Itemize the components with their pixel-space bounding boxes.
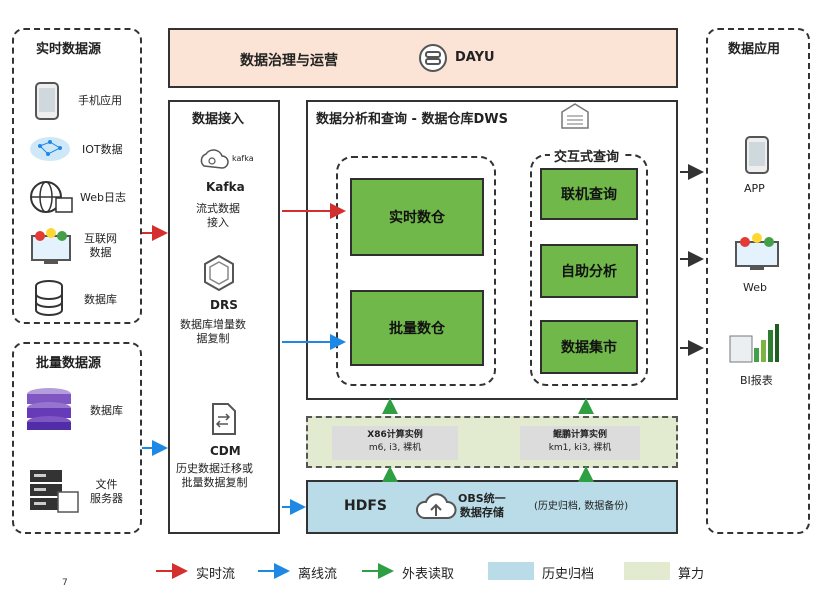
batch-source-panel: 批量数据源 — [12, 342, 142, 534]
legend-compute-swatch — [624, 562, 670, 580]
batch-warehouse: 批量数仓 — [350, 290, 484, 366]
dayu-brand: DAYU — [455, 50, 495, 65]
kafka-logo-text: kafka — [232, 154, 254, 163]
database-stack-icon — [24, 386, 74, 440]
cdm-desc: 历史数据迁移或 批量数据复制 — [176, 462, 253, 489]
phone-icon — [34, 82, 60, 124]
page-number: 7 — [62, 578, 68, 588]
iot-icon — [28, 134, 72, 168]
realtime-warehouse: 实时数仓 — [350, 178, 484, 256]
compute-bar: X86计算实例 m6, i3, 裸机 鲲鹏计算实例 km1, ki3, 裸机 — [306, 416, 678, 468]
app-item-label: BI报表 — [740, 374, 773, 387]
self-service-analysis: 自助分析 — [540, 244, 638, 298]
dayu-logo-icon — [418, 43, 448, 77]
batch-item-label: 文件 服务器 — [90, 478, 123, 505]
apps-title: 数据应用 — [728, 42, 781, 57]
ingestion-title: 数据接入 — [192, 112, 245, 127]
mobile-app-icon — [744, 136, 770, 178]
governance-title: 数据治理与运营 — [240, 53, 338, 69]
web-monitor-icon — [734, 232, 780, 276]
batch-source-title: 批量数据源 — [36, 356, 102, 371]
x86-compute-box: X86计算实例 m6, i3, 裸机 — [332, 426, 458, 460]
kunpeng-compute-detail: km1, ki3, 裸机 — [548, 443, 612, 453]
cdm-name: CDM — [210, 444, 241, 458]
realtime-source-title: 实时数据源 — [36, 42, 102, 57]
realtime-item-label: Web日志 — [80, 191, 126, 204]
app-item-label: APP — [744, 182, 765, 195]
realtime-item-label: 数据库 — [84, 293, 117, 306]
legend-offline-label: 离线流 — [298, 567, 338, 582]
realtime-item-label: IOT数据 — [82, 143, 123, 156]
online-query: 联机查询 — [540, 168, 638, 220]
kunpeng-compute-box: 鲲鹏计算实例 km1, ki3, 裸机 — [520, 426, 640, 460]
cdm-icon — [208, 402, 238, 440]
x86-compute-title: X86计算实例 — [367, 430, 423, 440]
hdfs-label: HDFS — [344, 498, 387, 514]
governance-bar: 数据治理与运营 DAYU — [168, 28, 678, 88]
warehouse-group — [336, 156, 496, 386]
batch-item-label: 数据库 — [90, 404, 123, 417]
legend-archive-label: 历史归档 — [542, 567, 595, 582]
drs-desc: 数据库增量数 据复制 — [180, 318, 246, 345]
realtime-item-label: 手机应用 — [78, 94, 122, 107]
obs-label: OBS统一 数据存储 — [458, 492, 506, 519]
realtime-source-panel: 实时数据源 — [12, 28, 142, 324]
kafka-icon — [198, 148, 229, 178]
data-mart: 数据集市 — [540, 320, 638, 374]
kunpeng-compute-title: 鲲鹏计算实例 — [552, 430, 607, 440]
storage-bar: HDFS OBS统一 数据存储 (历史归档, 数据备份) — [306, 480, 678, 534]
app-item-label: Web — [743, 281, 767, 294]
interactive-query-title: 交互式查询 — [550, 146, 624, 165]
globe-icon — [28, 180, 74, 220]
kafka-desc: 流式数据 接入 — [196, 202, 240, 229]
kafka-logo: kafka — [232, 154, 254, 163]
legend-archive-swatch — [488, 562, 534, 580]
x86-compute-detail: m6, i3, 裸机 — [368, 443, 422, 453]
legend-external-label: 外表读取 — [402, 567, 455, 582]
ingestion-panel: 数据接入 — [168, 100, 280, 534]
analysis-panel: 数据分析和查询 - 数据仓库DWS — [306, 100, 678, 400]
storage-note: (历史归档, 数据备份) — [534, 501, 629, 512]
database-icon — [34, 280, 64, 320]
drs-icon — [202, 254, 236, 296]
bi-report-icon — [728, 322, 780, 370]
drs-name: DRS — [210, 298, 238, 312]
realtime-item-label: 互联网 数据 — [84, 232, 117, 259]
legend-compute-label: 算力 — [678, 567, 705, 582]
legend-realtime-label: 实时流 — [196, 567, 236, 582]
kafka-name: Kafka — [206, 180, 245, 194]
apps-panel: 数据应用 — [706, 28, 810, 534]
monitor-icon — [30, 228, 72, 270]
analysis-title: 数据分析和查询 - 数据仓库DWS — [316, 112, 508, 127]
cloud-upload-icon — [415, 490, 457, 528]
file-server-icon — [28, 468, 80, 520]
dws-icon — [560, 102, 590, 134]
